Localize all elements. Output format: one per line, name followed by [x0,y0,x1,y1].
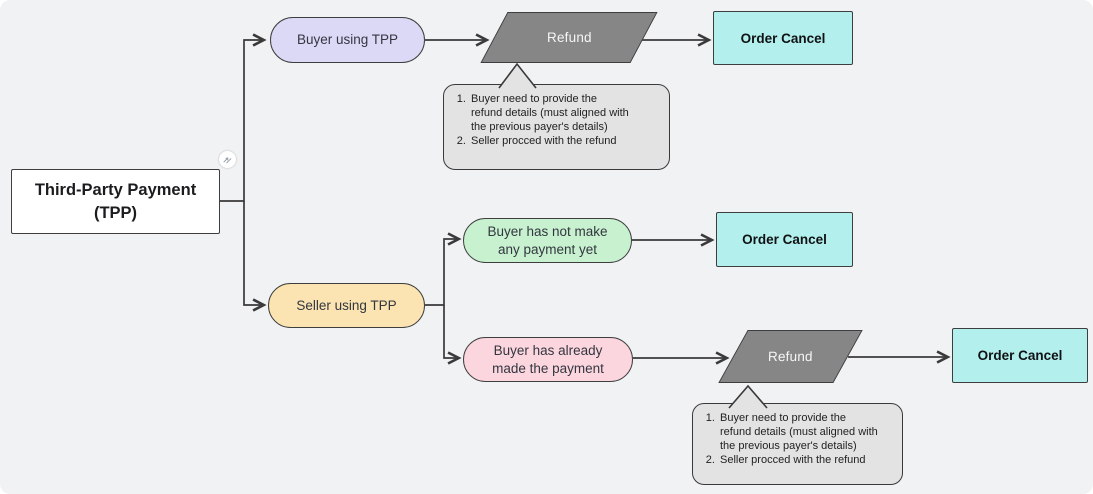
node-order-cancel-top[interactable]: Order Cancel [713,11,853,65]
edge-root-seller [243,201,267,312]
node-third-party-payment[interactable]: Third-Party Payment (TPP) [11,169,220,234]
node-seller-using-tpp[interactable]: Seller using TPP [268,283,425,328]
collapse-branch-icon[interactable] [219,151,236,168]
node-label: Third-Party Payment (TPP) [34,181,197,222]
node-label: Seller using TPP [296,297,397,313]
node-buyer-using-tpp[interactable]: Buyer using TPP [270,17,425,63]
node-refund-top[interactable]: Refund [480,12,658,63]
refund-note-list: Buyer need to provide the refund details… [452,92,631,148]
note-item: Buyer need to provide the refund details… [469,92,631,134]
node-buyer-paid[interactable]: Buyer has already made the payment [463,337,633,382]
node-label: Buyer has already made the payment [492,342,604,376]
refund-note-list: Buyer need to provide the refund details… [701,411,880,467]
note-item: Buyer need to provide the refund details… [718,411,880,453]
refund-note-bottom[interactable]: Buyer need to provide the refund details… [692,403,903,485]
note-item: Seller procced with the refund [469,134,631,148]
node-label: Order Cancel [977,348,1063,363]
refund-note-top[interactable]: Buyer need to provide the refund details… [443,84,670,170]
edge-root-buyer [220,33,267,202]
node-refund-bottom[interactable]: Refund [718,330,863,383]
node-label: Buyer has not make any payment yet [487,223,608,257]
node-label: Buyer using TPP [296,32,399,48]
node-order-cancel-middle[interactable]: Order Cancel [716,212,853,267]
node-label: Order Cancel [740,30,826,46]
note-item: Seller procced with the refund [718,453,880,467]
branch-glyph [223,157,232,164]
edge-seller-notpaid [425,232,462,306]
node-label: Refund [767,349,814,364]
edge-seller-paid [443,305,462,365]
node-label: Refund [546,30,592,45]
node-buyer-not-paid[interactable]: Buyer has not make any payment yet [463,218,632,263]
node-label: Order Cancel [742,232,827,247]
node-order-cancel-bottom[interactable]: Order Cancel [952,328,1088,383]
